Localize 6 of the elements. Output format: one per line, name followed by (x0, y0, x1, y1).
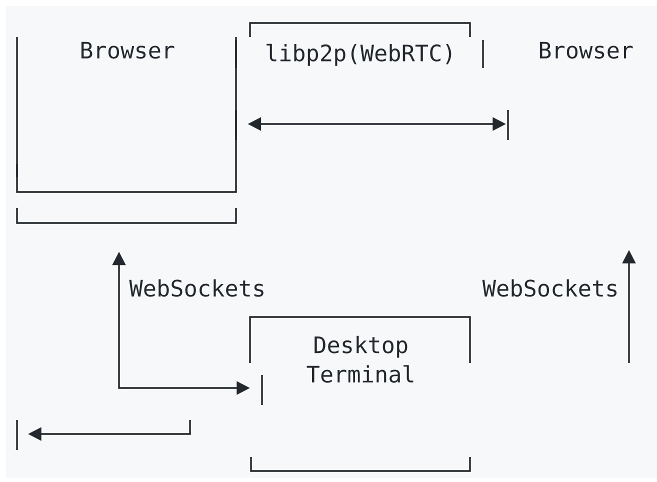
edge-label: WebSockets (129, 279, 264, 297)
arrow-label: WebSockets (482, 279, 617, 297)
browser-label: Browser (507, 42, 633, 140)
terminal-box: Desktop Terminal (249, 316, 471, 472)
library-box: libp2p(WebRTC) (235, 22, 484, 68)
browser-box: Browser (16, 37, 237, 224)
